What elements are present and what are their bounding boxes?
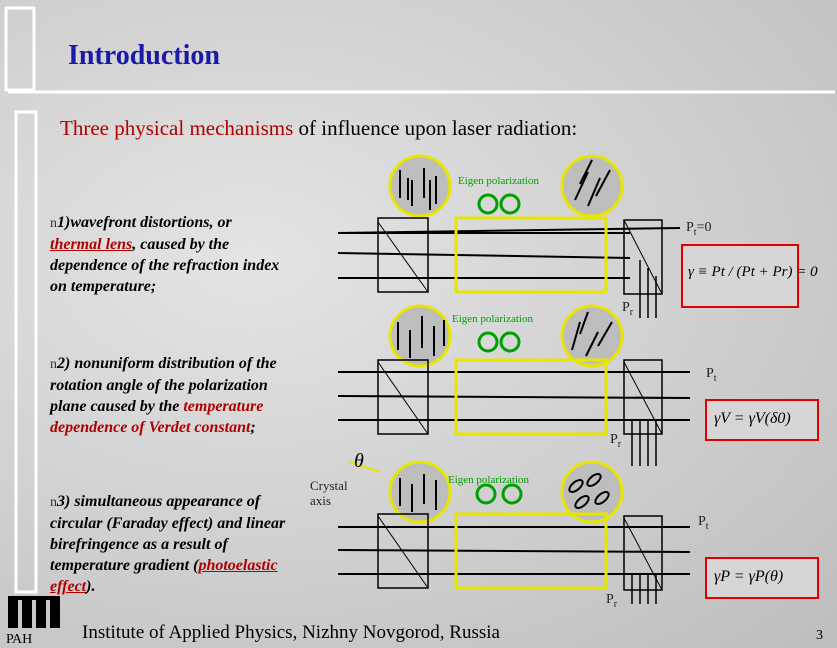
diagram-section-2 (337, 304, 819, 466)
footer-text: Institute of Applied Physics, Nizhny Nov… (82, 622, 500, 643)
theta-symbol: θ (354, 450, 364, 472)
mechanism-item-1: n1)wavefront distortions, or thermal len… (50, 214, 280, 295)
highlight-term: thermal lens (50, 236, 133, 253)
polarization-circle (560, 154, 624, 218)
eigen-label-3: Eigen polarization (448, 474, 529, 486)
formula-box-gamma-p (705, 557, 819, 599)
formula-box-gamma (681, 244, 799, 308)
bullet-icon: n (50, 216, 57, 231)
eigen-circle-green (499, 193, 521, 215)
eigen-label-2: Eigen polarization (452, 313, 533, 325)
slide-subtitle: Three physical mechanisms of influence u… (60, 116, 577, 141)
diagram-section-1 (337, 154, 799, 318)
mechanism-item-3: n3) simultaneous appearance of circular … (50, 493, 286, 595)
highlight-term: photoelastic effect (50, 557, 278, 595)
subtitle-highlight: Three physical mechanisms (60, 116, 294, 140)
eigen-circle-green (477, 193, 499, 215)
logo-text: РАН (6, 632, 33, 647)
pt-label-3: Pt (698, 514, 709, 532)
pr-label-3: Pr (606, 592, 618, 610)
formula-gamma-def: γ ≡ Pt / (Pt + Pr) = 0 (688, 264, 818, 280)
page-number: 3 (816, 628, 823, 643)
slide-title: Introduction (68, 40, 220, 71)
formula-gamma-p: γP = γP(θ) (714, 568, 784, 585)
pr-label-1: Pr (622, 300, 634, 318)
bullet-icon: n (50, 357, 57, 372)
arrow-group (399, 159, 611, 210)
mechanism-item-2: n2) nonuniform distribution of the rotat… (50, 355, 277, 436)
pt-label-1: Pt=0 (686, 220, 712, 238)
formula-gamma-v: γV = γV(δ0) (714, 410, 791, 427)
subtitle-rest: of influence upon laser radiation: (293, 116, 578, 140)
eigen-label-1: Eigen polarization (458, 175, 539, 187)
bullet-icon: n (50, 495, 57, 510)
iap-logo (8, 596, 60, 628)
formula-box-gamma-v (705, 399, 819, 441)
frame-decoration (4, 6, 835, 594)
highlight-term: temperature dependence of Verdet constan… (50, 398, 264, 436)
pr-label-2: Pr (610, 432, 622, 450)
pt-label-2: Pt (706, 366, 717, 384)
diagram-section-3 (337, 460, 819, 604)
polarization-circle (560, 304, 624, 368)
